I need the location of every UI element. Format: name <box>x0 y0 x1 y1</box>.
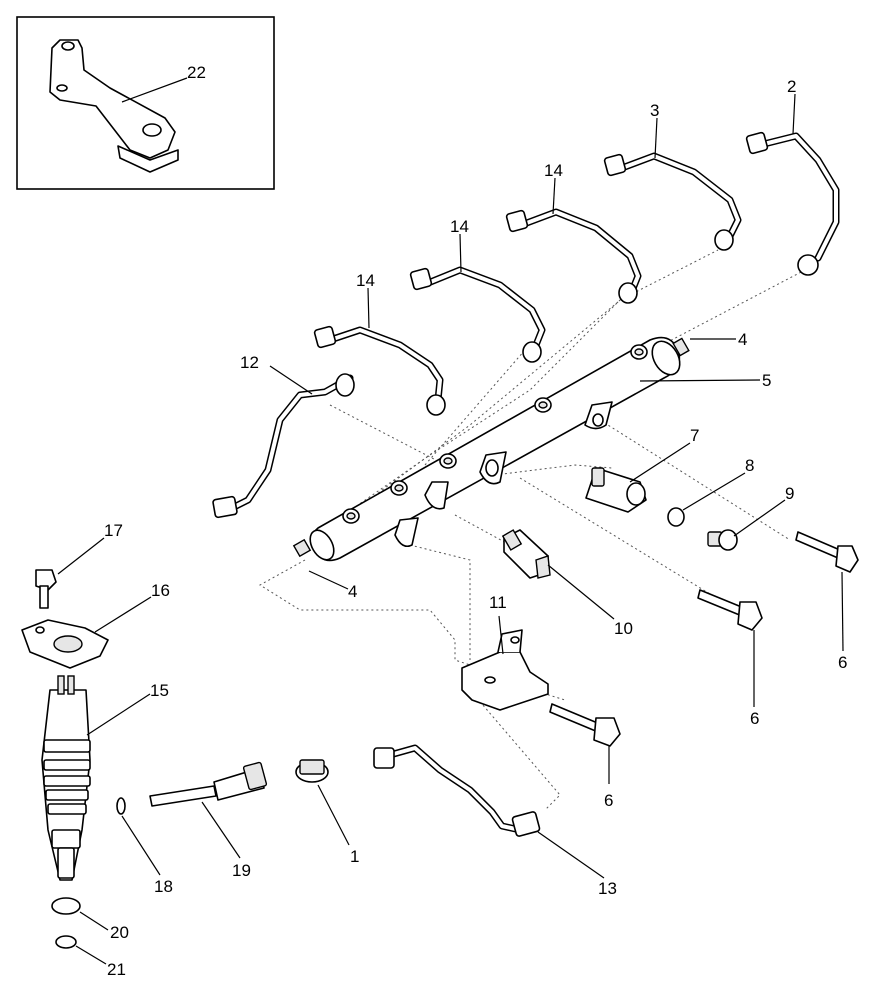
callout-12: 12 <box>240 353 259 372</box>
callout-17: 17 <box>104 521 123 540</box>
callout-9: 9 <box>785 484 794 503</box>
callout-4-top: 4 <box>738 330 747 349</box>
callout-13: 13 <box>598 879 617 898</box>
callout-4-bottom: 4 <box>348 582 357 601</box>
supply-line-part-12 <box>212 373 355 519</box>
rail-outlet <box>439 453 457 469</box>
rail-outlet <box>630 344 648 360</box>
callout-14-a: 14 <box>544 161 563 180</box>
callout-14-b: 14 <box>450 217 469 236</box>
fuel-rail-part-5 <box>292 336 690 562</box>
callout-6-middle: 6 <box>750 709 759 728</box>
callout-14-c: 14 <box>356 271 375 290</box>
callout-18: 18 <box>154 877 173 896</box>
pressure-sensor-part-10 <box>501 529 551 579</box>
callout-5: 5 <box>762 371 771 390</box>
connector-tube-part-19 <box>149 761 268 807</box>
callout-19: 19 <box>232 861 251 880</box>
rail-outlet <box>534 397 552 413</box>
plug-part-9 <box>707 529 738 551</box>
callout-11: 11 <box>489 593 507 612</box>
callout-8: 8 <box>745 456 754 475</box>
hold-down-clamp-part-16 <box>21 619 109 669</box>
leader-lines <box>57 77 844 965</box>
bracket-part-11 <box>461 629 549 711</box>
callout-2: 2 <box>787 77 796 96</box>
assembly-guide-lines <box>259 249 806 811</box>
seal-part-1 <box>295 759 329 783</box>
washer-part-21 <box>55 935 77 949</box>
fuel-injector-part-15 <box>41 675 91 881</box>
callout-1: 1 <box>350 847 359 866</box>
injector-line-part-3 <box>603 152 742 251</box>
callout-6-left: 6 <box>604 791 613 810</box>
callout-7: 7 <box>690 426 699 445</box>
washer-part-18 <box>116 797 126 815</box>
washer-part-8 <box>667 507 685 527</box>
bolt-part-6 <box>795 531 859 573</box>
callout-labels: 22 2 3 14 14 14 12 4 5 7 8 9 17 16 4 10 … <box>104 63 847 979</box>
callout-20: 20 <box>110 923 129 942</box>
return-line-part-13 <box>373 744 541 837</box>
injector-line-part-14 <box>505 208 642 304</box>
clamp-bolt-part-17 <box>35 569 57 609</box>
callout-6-right: 6 <box>838 653 847 672</box>
callout-16: 16 <box>151 581 170 600</box>
bolt-part-6 <box>697 589 763 631</box>
o-ring-part-20 <box>51 897 81 915</box>
injector-line-part-14 <box>313 325 446 416</box>
bracket-part-22 <box>49 39 179 173</box>
callout-22: 22 <box>187 63 206 82</box>
rail-outlet <box>390 480 408 496</box>
injector-line-part-14 <box>409 266 546 363</box>
injector-line-part-2 <box>745 131 840 276</box>
pressure-valve-part-7 <box>585 467 647 513</box>
callout-10: 10 <box>614 619 633 638</box>
callout-21: 21 <box>107 960 126 979</box>
inset-panel <box>16 16 275 190</box>
rail-outlet <box>342 508 360 524</box>
bolt-part-6 <box>549 703 621 747</box>
callout-15: 15 <box>150 681 169 700</box>
callout-3: 3 <box>650 101 659 120</box>
